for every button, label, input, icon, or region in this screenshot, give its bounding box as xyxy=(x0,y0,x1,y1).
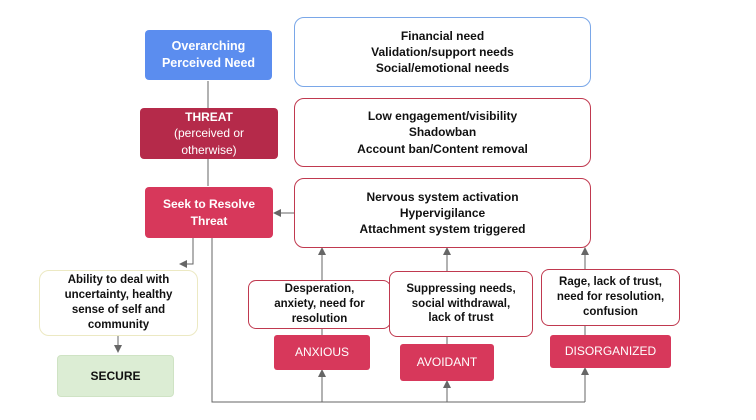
ability-line-1: Ability to deal with xyxy=(67,274,170,287)
avoidant-desc-line-1: Suppressing needs, xyxy=(406,282,516,295)
need-line-2: Perceived Need xyxy=(161,56,256,70)
nervous-line-3: Attachment system triggered xyxy=(359,222,526,237)
resolve-line-2: Threat xyxy=(190,213,228,228)
threat-list-box: Low engagement/visibility Shadowban Acco… xyxy=(294,98,591,167)
disorganized-desc-line-2: need for resolution, xyxy=(556,291,665,304)
anxious-desc-line-1: Desperation, xyxy=(284,283,355,296)
ability-line-2: uncertainty, healthy xyxy=(64,289,173,302)
secure-box: SECURE xyxy=(57,355,174,397)
threat-box: THREAT (perceived or otherwise) xyxy=(140,108,278,159)
avoidant-desc-line-3: lack of trust xyxy=(428,312,494,325)
disorganized-label-box: DISORGANIZED xyxy=(550,335,671,368)
threat-line-2: otherwise) xyxy=(181,142,237,157)
anxious-label-box: ANXIOUS xyxy=(274,335,370,370)
avoidant-description-box: Suppressing needs, social withdrawal, la… xyxy=(389,271,533,337)
nervous-system-box: Nervous system activation Hypervigilance… xyxy=(294,178,591,248)
connector-bottom-bus xyxy=(211,238,585,403)
disorganized-desc-line-3: confusion xyxy=(583,305,638,318)
anxious-desc-line-2: anxiety, need for xyxy=(274,298,365,311)
needs-line-1: Financial need xyxy=(400,28,485,43)
overarching-need-box: Overarching Perceived Need xyxy=(145,30,272,80)
seek-resolve-box: Seek to Resolve Threat xyxy=(145,187,273,238)
nervous-line-1: Nervous system activation xyxy=(366,189,519,204)
ability-box: Ability to deal with uncertainty, health… xyxy=(39,270,198,336)
threat-line-1: (perceived or xyxy=(173,126,245,141)
disorganized-label: DISORGANIZED xyxy=(564,344,657,359)
threat-list-line-2: Shadowban xyxy=(408,125,477,140)
needs-line-3: Social/emotional needs xyxy=(375,61,510,76)
nervous-line-2: Hypervigilance xyxy=(399,205,486,220)
avoidant-label: AVOIDANT xyxy=(416,355,478,370)
disorganized-description-box: Rage, lack of trust, need for resolution… xyxy=(541,269,680,326)
ability-line-3: sense of self and xyxy=(71,304,166,316)
avoidant-label-box: AVOIDANT xyxy=(400,344,494,381)
need-line-1: Overarching xyxy=(171,39,246,54)
threat-title: THREAT xyxy=(185,110,233,125)
secure-label: SECURE xyxy=(90,368,141,383)
threat-list-line-3: Account ban/Content removal xyxy=(357,141,528,156)
anxious-desc-line-3: resolution xyxy=(291,312,348,325)
avoidant-desc-line-2: social withdrawal, xyxy=(411,297,511,310)
needs-line-2: Validation/support needs xyxy=(371,44,514,59)
anxious-description-box: Desperation, anxiety, need for resolutio… xyxy=(248,280,391,329)
needs-list-box: Financial need Validation/support needs … xyxy=(294,17,591,87)
ability-line-4: community xyxy=(87,318,150,331)
disorganized-desc-line-1: Rage, lack of trust, xyxy=(559,276,662,289)
resolve-line-1: Seek to Resolve xyxy=(162,197,256,212)
threat-list-line-1: Low engagement/visibility xyxy=(367,109,518,124)
anxious-label: ANXIOUS xyxy=(294,345,349,360)
connector-resolve-to-ability xyxy=(179,238,194,268)
